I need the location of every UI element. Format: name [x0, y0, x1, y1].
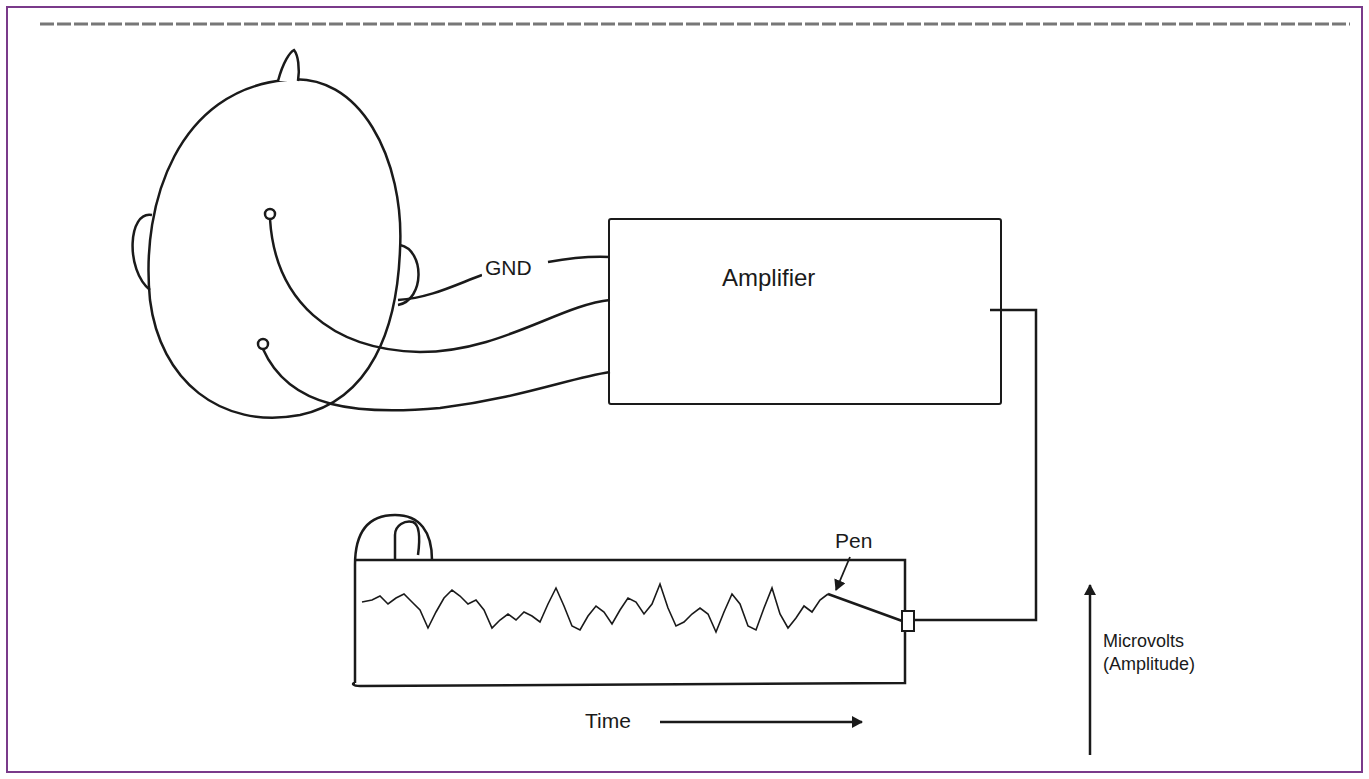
time-arrow	[660, 721, 862, 724]
amplitude-arrow	[1089, 585, 1092, 755]
frame-border	[7, 7, 1362, 772]
ground-label: GND	[482, 255, 535, 280]
pen-holder	[902, 611, 914, 631]
top-rule	[40, 23, 1350, 26]
output-wire	[915, 310, 1036, 620]
pen-label: Pen	[832, 528, 875, 553]
electrode-wires	[263, 219, 610, 410]
head-outline	[133, 50, 419, 418]
axis-label: Time	[582, 708, 634, 733]
paper-strip	[353, 515, 905, 686]
eeg-trace	[362, 584, 828, 632]
pen-leader	[836, 557, 850, 590]
pen-arm	[828, 594, 905, 622]
axis-label: Microvolts (Amplitude)	[1100, 630, 1216, 675]
amplifier-box: Amplifier	[608, 218, 1002, 405]
box-label: Amplifier	[722, 264, 1000, 292]
